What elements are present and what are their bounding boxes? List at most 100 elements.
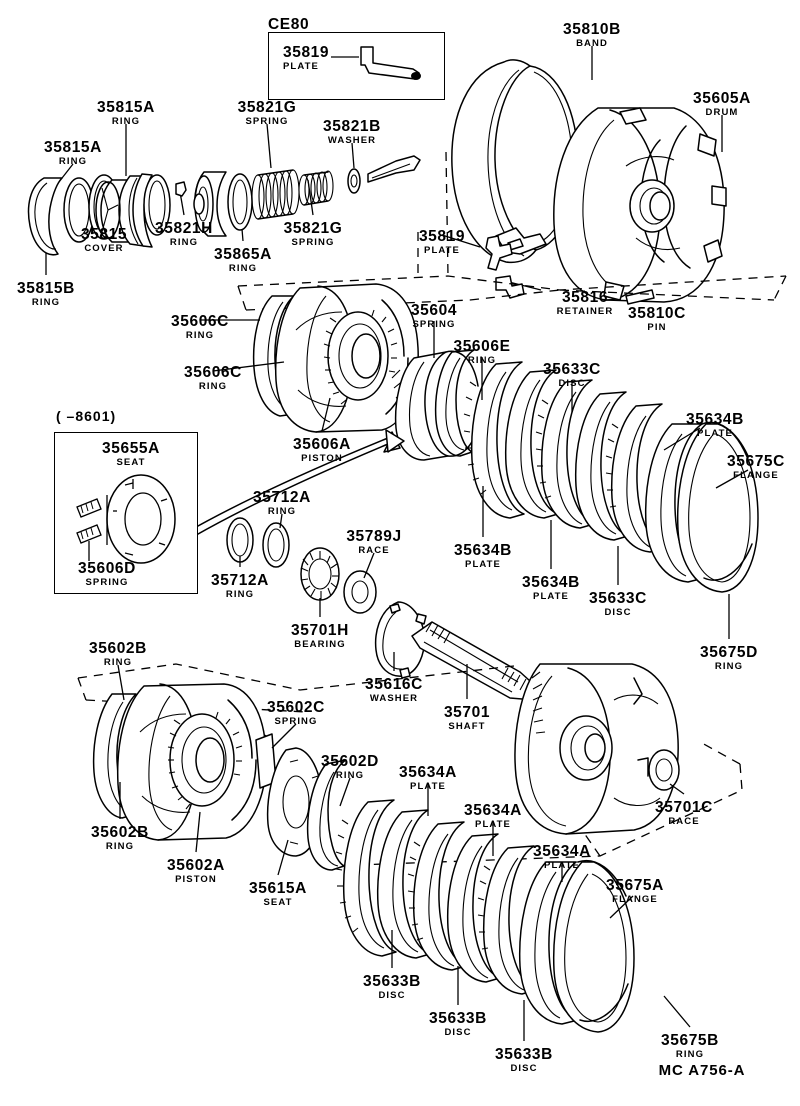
part-name: RING xyxy=(675,1048,705,1060)
part-name: RING xyxy=(467,354,497,366)
part-number: 35606C xyxy=(184,364,242,381)
part-number: 35633B xyxy=(363,973,421,990)
part-number: 35633C xyxy=(589,590,647,607)
part-number: 35712A xyxy=(253,489,311,506)
part-name: BEARING xyxy=(294,638,346,650)
part-number: 35675C xyxy=(727,453,785,470)
leader-lines-thrust xyxy=(239,513,375,617)
part-number: 35604 xyxy=(410,302,458,319)
part-number: 35655A xyxy=(102,440,160,457)
part-name: PLATE xyxy=(544,859,580,871)
piston-teeth-lower xyxy=(167,711,243,810)
part-name: RING xyxy=(31,296,61,308)
part-name: SPRING xyxy=(412,318,456,330)
part-number: 35615A xyxy=(249,880,307,897)
part-name: RING xyxy=(228,262,258,274)
part-number: 35606D xyxy=(78,560,136,577)
part-name: COVER xyxy=(84,242,124,254)
shaft-assembly xyxy=(374,601,541,701)
part-name: FLANGE xyxy=(612,893,658,905)
part-number: 35602C xyxy=(267,699,325,716)
leader-lines-shaft xyxy=(393,652,685,795)
part-name: SEAT xyxy=(116,456,146,468)
diagram-code-watermark: MC A756-A xyxy=(658,1062,746,1079)
inset-year-tag: ( –8601) xyxy=(56,408,117,424)
part-number: 35821H xyxy=(155,220,213,237)
part-number: 35821B xyxy=(323,118,381,135)
spring-seat-ring-group xyxy=(255,733,347,871)
part-name: DISC xyxy=(510,1062,538,1074)
part-number: 35616C xyxy=(365,676,423,693)
part-number: 35606E xyxy=(453,338,511,355)
label-inset-35655A: 35655A SEAT xyxy=(102,441,160,467)
part-number: 35633B xyxy=(429,1010,487,1027)
part-name: DISC xyxy=(378,989,406,1001)
part-number: 35819 xyxy=(283,44,330,61)
part-name: FLANGE xyxy=(733,469,779,481)
part-number: 35815B xyxy=(17,280,75,297)
part-name: RING xyxy=(225,588,255,600)
part-number: 35634B xyxy=(686,411,744,428)
bracket-stub-upper xyxy=(417,151,449,277)
part-name: WASHER xyxy=(369,692,419,704)
part-number: 35675B xyxy=(661,1032,719,1049)
part-number: 35602A xyxy=(167,857,225,874)
part-name: RING xyxy=(103,656,133,668)
part-number: 35701C xyxy=(655,799,713,816)
part-name: RING xyxy=(267,505,297,517)
part-name: RING xyxy=(335,769,365,781)
direct-clutch-piston xyxy=(252,283,419,433)
part-name: PISTON xyxy=(301,452,343,464)
part-number: 35821G xyxy=(237,99,297,116)
ce80-inset-art xyxy=(331,46,421,80)
rear-clutch-pack xyxy=(463,361,759,593)
part-name: RING xyxy=(58,155,88,167)
part-number: 35634B xyxy=(522,574,580,591)
servo-assembly-group xyxy=(27,155,421,256)
part-number: 35634A xyxy=(533,843,591,860)
part-name: PLATE xyxy=(424,244,460,256)
part-number: 35819 xyxy=(418,228,466,245)
part-name: DISC xyxy=(558,377,586,389)
part-number: 35606C xyxy=(171,313,229,330)
part-number: 35821G xyxy=(283,220,343,237)
part-name: PLATE xyxy=(475,818,511,830)
part-name: DRUM xyxy=(705,106,739,118)
part-number: 35810C xyxy=(628,305,686,322)
part-number: 35815A xyxy=(44,139,102,156)
part-name: RING xyxy=(105,840,135,852)
part-name: PLATE xyxy=(410,780,446,792)
part-number: 35602B xyxy=(89,640,147,657)
leader-lines-clutch-lower xyxy=(391,783,691,1041)
part-number: 35633B xyxy=(495,1046,553,1063)
label-inset-35606D: 35606D SPRING xyxy=(78,561,136,587)
part-number: 35865A xyxy=(214,246,272,263)
part-number: 35816 xyxy=(561,289,609,306)
